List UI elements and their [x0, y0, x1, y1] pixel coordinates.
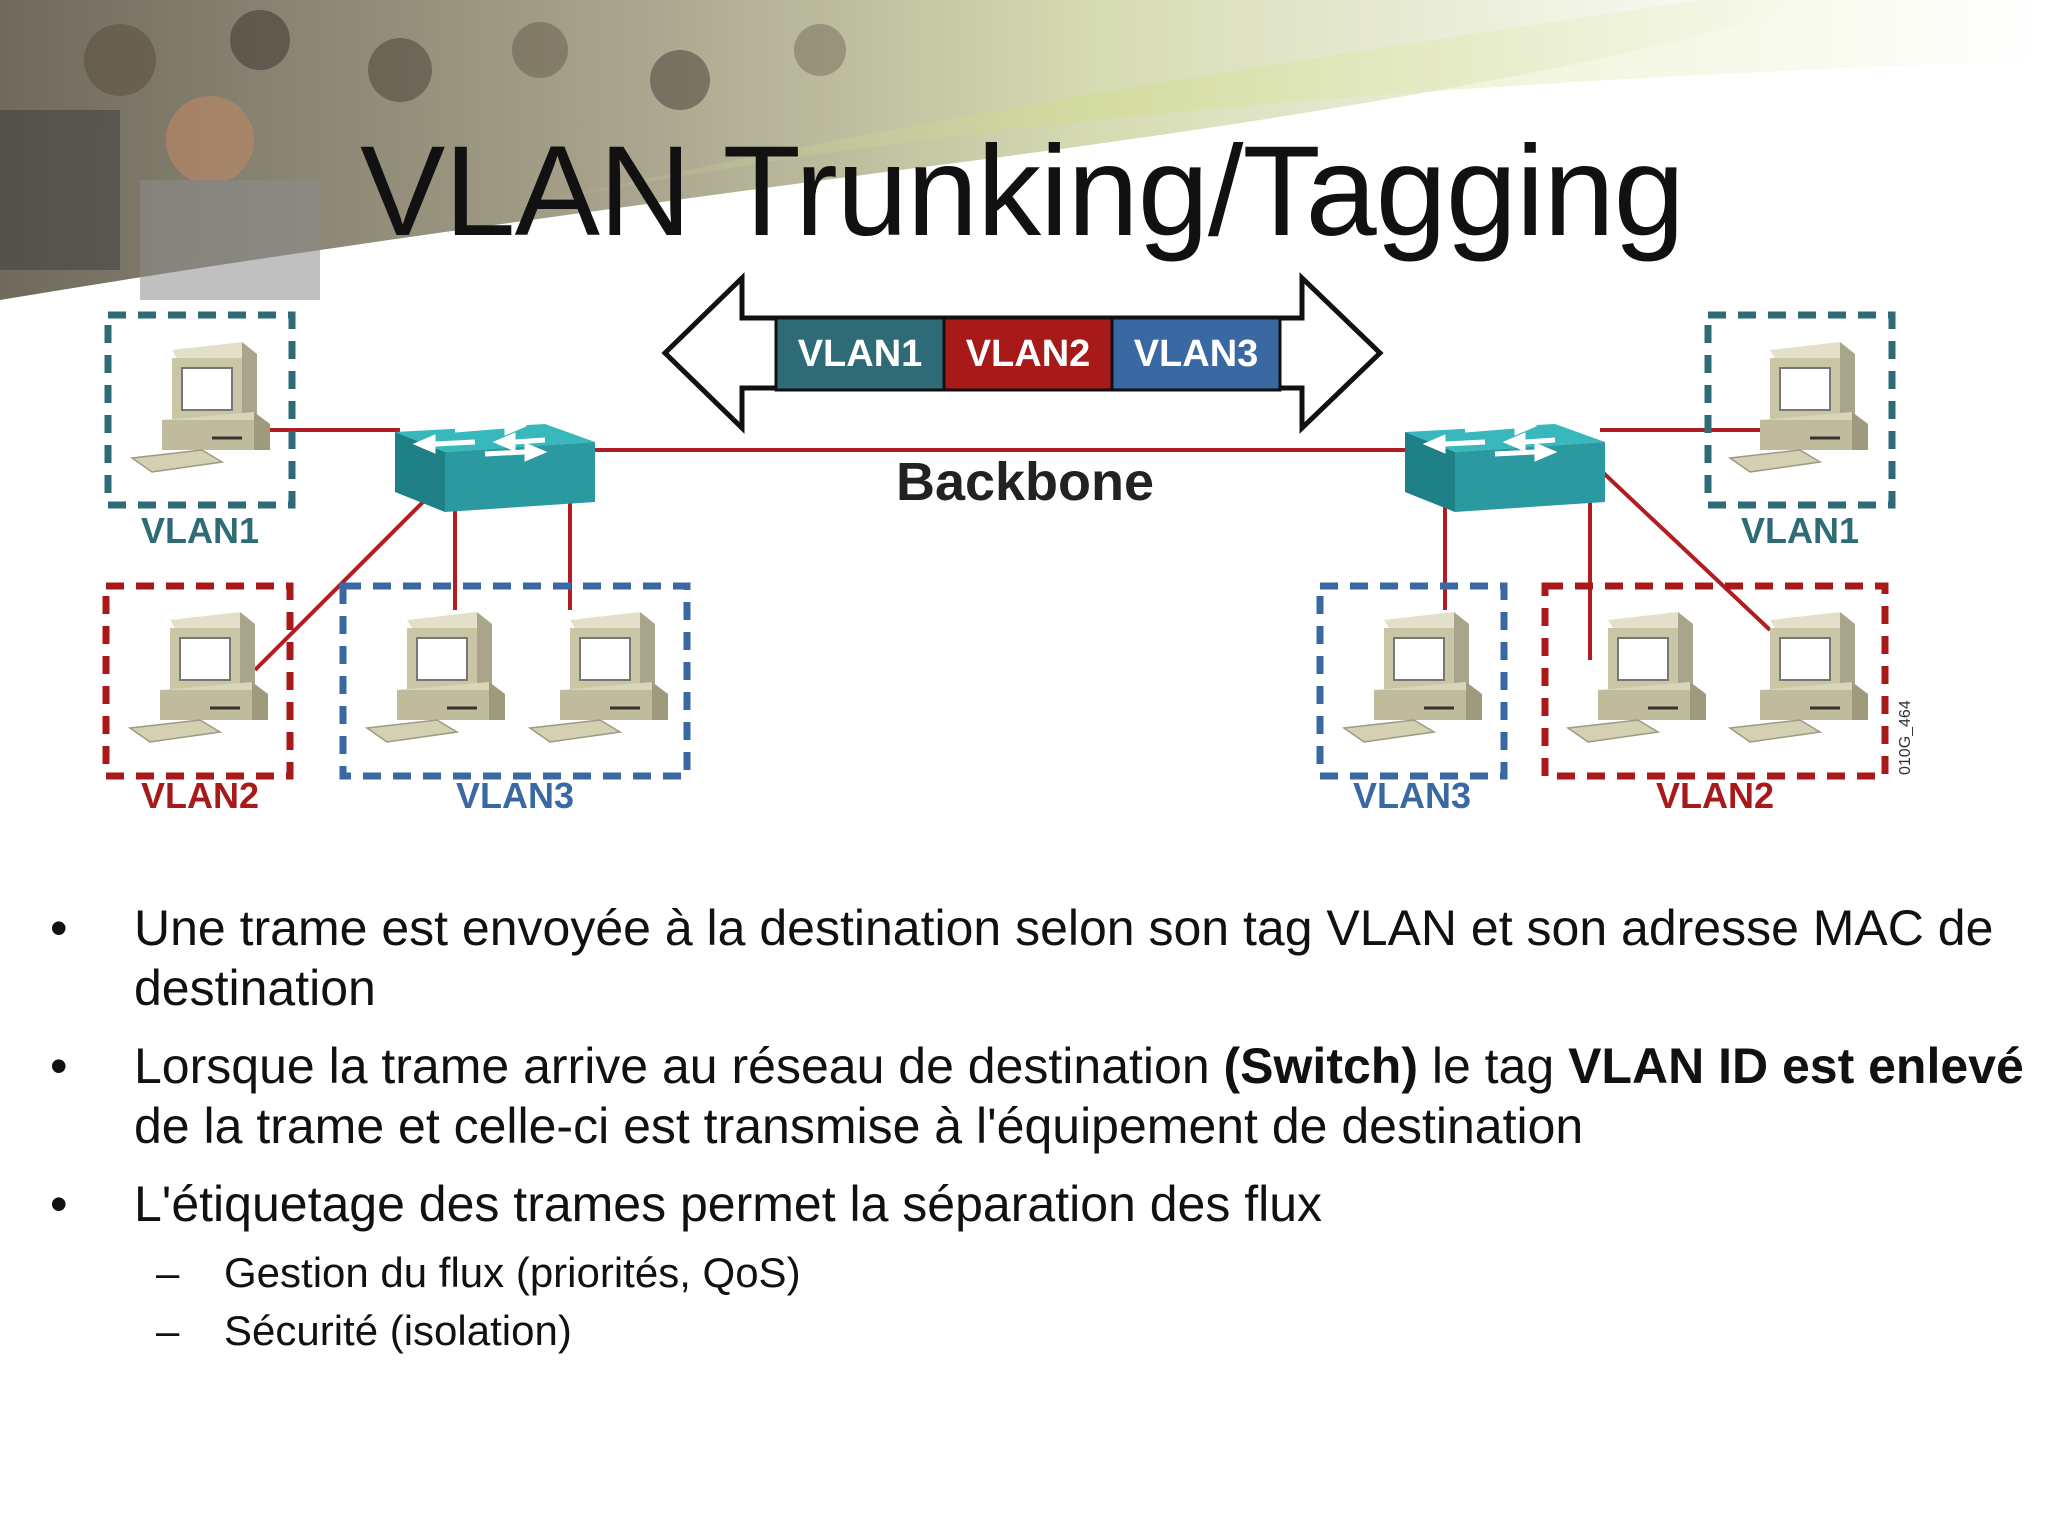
- trunk-vlan2-label: VLAN2: [966, 333, 1091, 375]
- sub-item: – Gestion du flux (priorités, QoS): [50, 1244, 2030, 1302]
- trunk-vlan2-segment: [942, 316, 1114, 392]
- pc-icon: [528, 610, 670, 744]
- right-vlan1-frame: [1704, 311, 1896, 509]
- pc-icon: [365, 610, 507, 744]
- right-vlan1-label: VLAN1: [1741, 510, 1859, 551]
- left-vlan3-label: VLAN3: [456, 775, 574, 816]
- link-left-vlan2: [253, 478, 447, 672]
- backbone-label: Backbone: [896, 452, 1154, 512]
- header-background-photo: [0, 0, 2048, 300]
- trunk-vlan1-label: VLAN1: [798, 333, 923, 375]
- bullet-text-3: L'étiquetage des trames permet la sépara…: [134, 1176, 1323, 1232]
- right-vlan2-label: VLAN2: [1656, 775, 1774, 816]
- bullet-item: • Une trame est envoyée à la destination…: [50, 898, 2030, 1018]
- bullet-marker: •: [50, 1176, 68, 1232]
- trunk-vlan3-segment: [1110, 316, 1282, 392]
- bullet-bold-vlan-id: VLAN ID est enlevé: [1568, 1038, 2024, 1094]
- link-right-vlan2-b: [1593, 463, 1772, 632]
- bullet-bold-switch: (Switch): [1223, 1038, 1418, 1094]
- sub-list: – Gestion du flux (priorités, QoS) – Séc…: [50, 1244, 2030, 1360]
- figure-code: 010G_464: [1897, 700, 1914, 775]
- bullet-item: • Lorsque la trame arrive au réseau de d…: [50, 1036, 2030, 1156]
- bullet-marker: •: [50, 900, 68, 956]
- bullet-text-2a: Lorsque la trame arrive au réseau de des…: [134, 1038, 1224, 1094]
- bullet-text-1: Une trame est envoyée à la destination s…: [134, 900, 1994, 1016]
- trunk-vlan3-label: VLAN3: [1134, 333, 1259, 375]
- bullet-list: • Une trame est envoyée à la destination…: [50, 898, 2030, 1360]
- sub-marker: –: [156, 1249, 180, 1296]
- right-switch-icon: [1405, 420, 1605, 512]
- pc-icon: [130, 340, 272, 474]
- trunk-vlan1-segment: [774, 316, 946, 392]
- bullet-item: • L'étiquetage des trames permet la sépa…: [50, 1174, 2030, 1234]
- pc-icon: [1728, 340, 1870, 474]
- left-vlan2-label: VLAN2: [141, 775, 259, 816]
- right-vlan3-frame: [1316, 582, 1508, 780]
- sub-marker: –: [156, 1307, 180, 1354]
- left-vlan1-label: VLAN1: [141, 510, 259, 551]
- left-vlan2-frame: [102, 582, 294, 780]
- left-vlan3-frame: [339, 582, 691, 780]
- pc-icon: [1728, 610, 1870, 744]
- slide-title: VLAN Trunking/Tagging: [360, 120, 1685, 263]
- bullet-text-2c: de la trame et celle-ci est transmise à …: [134, 1098, 1584, 1154]
- sub-text-1: Gestion du flux (priorités, QoS): [224, 1249, 801, 1296]
- left-vlan1-frame: [104, 311, 296, 509]
- left-switch-icon: [395, 420, 595, 512]
- pc-icon: [128, 610, 270, 744]
- right-vlan3-label: VLAN3: [1353, 775, 1471, 816]
- sub-text-2: Sécurité (isolation): [224, 1307, 572, 1354]
- sub-item: – Sécurité (isolation): [50, 1302, 2030, 1360]
- pc-icon: [1342, 610, 1484, 744]
- vlan-trunk-diagram: VLAN1 VLAN2 VLAN3 Backbone VLAN1 VLAN2 V…: [102, 272, 1914, 816]
- bullet-marker: •: [50, 1038, 68, 1094]
- bullet-text-2b: le tag: [1417, 1038, 1569, 1094]
- right-vlan2-frame: [1541, 582, 1889, 780]
